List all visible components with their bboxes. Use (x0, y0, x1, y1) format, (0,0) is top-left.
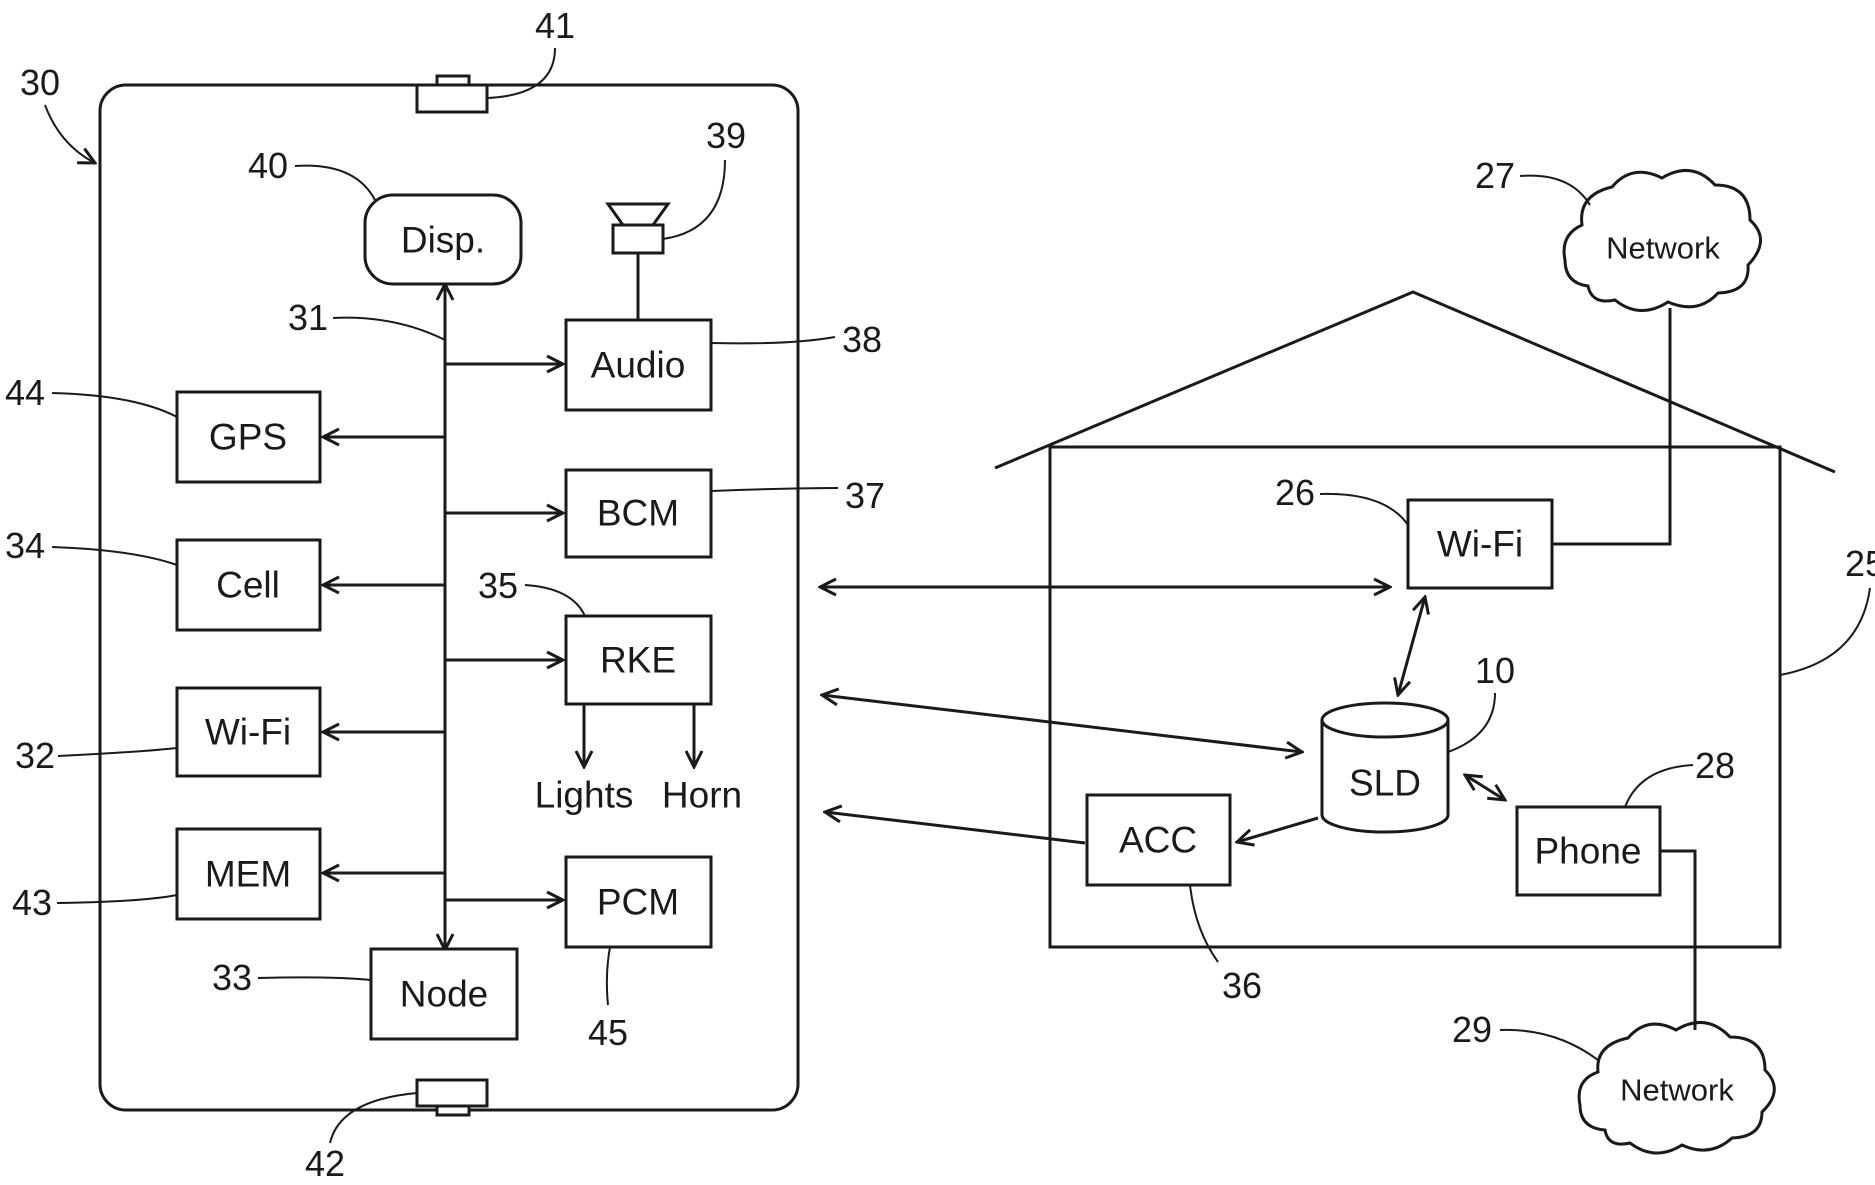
pcm-module: PCM (566, 857, 711, 947)
mem-module: MEM (177, 829, 320, 919)
rke-label: RKE (600, 640, 676, 681)
network-cloud-lower: Network (1579, 1022, 1774, 1153)
ref-vehicle: 30 (20, 62, 60, 103)
ref-pcm: 45 (588, 1012, 628, 1053)
ref-bus: 31 (288, 297, 328, 338)
link-home-wifi-network (1552, 308, 1670, 544)
node-module: Node (371, 949, 517, 1039)
horn-output-label: Horn (662, 775, 742, 816)
vehicle-wifi-module: Wi-Fi (177, 688, 320, 776)
ref-cell: 34 (5, 525, 45, 566)
ref-audio: 38 (842, 319, 882, 360)
ref-display: 40 (248, 145, 288, 186)
sld-device: SLD (1322, 703, 1448, 832)
vehicle-wifi-label: Wi-Fi (205, 712, 291, 753)
phone-device: Phone (1517, 807, 1660, 895)
link-acc-vehicle (825, 812, 1085, 843)
ref-node: 33 (212, 957, 252, 998)
home: Wi-Fi SLD ACC Phone 25 26 10 36 28 (995, 292, 1875, 1006)
connector-top (417, 76, 487, 112)
gps-label: GPS (209, 417, 287, 458)
pcm-label: PCM (597, 882, 679, 923)
network-lower-label: Network (1620, 1073, 1734, 1108)
link-phone-network (1660, 851, 1695, 1030)
home-wifi-label: Wi-Fi (1437, 524, 1523, 565)
cell-label: Cell (216, 565, 280, 606)
audio-module: Audio (566, 320, 711, 410)
acc-label: ACC (1119, 820, 1197, 861)
ref-home: 25 (1845, 543, 1875, 584)
ref-connector-bottom: 42 (305, 1143, 345, 1184)
bcm-module: BCM (566, 470, 711, 557)
cell-module: Cell (177, 540, 320, 630)
link-sld-phone (1465, 775, 1505, 800)
link-sld-acc (1237, 818, 1318, 842)
ref-rke: 35 (478, 565, 518, 606)
node-label: Node (400, 974, 488, 1015)
ref-speaker: 39 (706, 115, 746, 156)
acc-module: ACC (1087, 795, 1230, 885)
lights-output-label: Lights (535, 775, 634, 816)
sld-label: SLD (1349, 763, 1421, 804)
link-home-wifi-sld (1398, 597, 1425, 695)
ref-network-upper: 27 (1475, 155, 1515, 196)
bcm-label: BCM (597, 493, 679, 534)
ref-acc: 36 (1222, 965, 1262, 1006)
ref-vehicle-wifi: 32 (15, 735, 55, 776)
home-wifi-module: Wi-Fi (1408, 500, 1552, 588)
ref-sld: 10 (1475, 650, 1515, 691)
ref-gps: 44 (5, 372, 45, 413)
ref-bcm: 37 (845, 475, 885, 516)
network-cloud-upper: Network (1564, 170, 1760, 310)
ref-network-lower: 29 (1452, 1009, 1492, 1050)
rke-module: RKE (566, 616, 711, 704)
gps-module: GPS (177, 392, 320, 482)
ref-connector-top: 41 (535, 5, 575, 46)
display-module: Disp. (365, 195, 521, 284)
mem-label: MEM (205, 854, 291, 895)
home-roof (995, 292, 1835, 472)
ref-mem: 43 (12, 882, 52, 923)
network-upper-label: Network (1606, 231, 1720, 266)
audio-label: Audio (591, 345, 686, 386)
ref-phone: 28 (1695, 745, 1735, 786)
link-vehicle-sld (822, 695, 1302, 752)
vehicle: Disp. GPS Cell Wi-Fi MEM Audio BCM (5, 5, 885, 1184)
display-label: Disp. (401, 220, 485, 261)
phone-label: Phone (1535, 831, 1642, 872)
ref-home-wifi: 26 (1275, 472, 1315, 513)
